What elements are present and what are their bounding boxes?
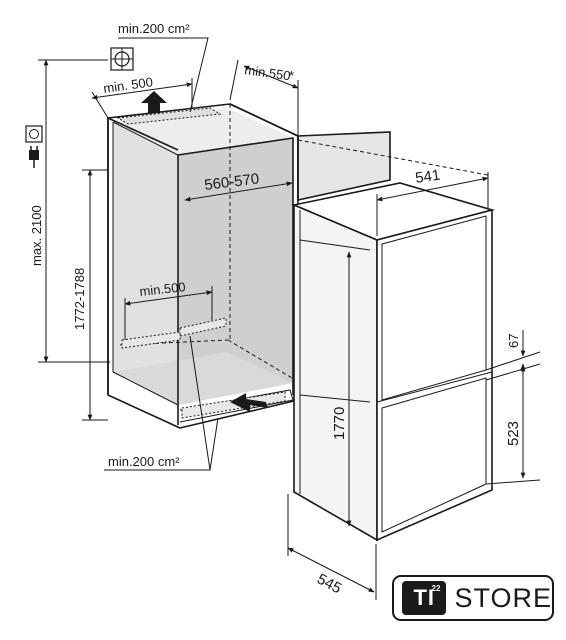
top-vent-area-label: min.200 cm² — [118, 21, 190, 36]
niche-height-label: 1772-1788 — [72, 268, 87, 330]
socket-icon — [25, 125, 43, 143]
airflow-out-arrow — [141, 91, 167, 113]
ti-store-logo: TI 22 STORE — [392, 575, 554, 621]
logo-wordmark: STORE — [454, 582, 552, 613]
airflow-in-arrow — [230, 393, 268, 412]
niche-depth-label: min.500 — [139, 279, 187, 299]
top-vent-depth-dimension-line — [91, 82, 193, 100]
door-clearance-dimension-line — [243, 65, 299, 89]
niche-width-dimension-line — [184, 181, 293, 202]
cabinet-niche — [107, 103, 299, 429]
door-gap-label: 67 — [506, 334, 521, 348]
appliance-width-dimension-line — [376, 176, 489, 202]
power-plug-icon — [29, 146, 39, 168]
appliance-depth-dimension-line — [287, 547, 375, 593]
max-height-label: max. 2100 — [29, 205, 44, 266]
bottom-vent-area-label: min.200 cm² — [108, 454, 180, 469]
fridge-appliance — [291, 182, 495, 542]
top-vent-depth-label: min. 500 — [102, 74, 153, 96]
appliance-width-label: 541 — [414, 167, 441, 187]
niche-depth-dimension-line — [124, 290, 213, 306]
appliance-height-label: 1770 — [331, 407, 348, 440]
door-clearance-label: min.550 — [244, 62, 292, 83]
niche-width-label: 560-570 — [203, 170, 260, 194]
ti-logo-mark: TI 22 — [402, 581, 447, 615]
door-clearance-note: * — [289, 68, 294, 83]
top-ventilation-slot — [116, 107, 222, 125]
logo-superscript: 22 — [431, 584, 441, 593]
ventilation-grille-icon — [110, 47, 134, 71]
bottom-ventilation-slot — [121, 317, 286, 419]
freezer-door-label: 523 — [505, 421, 522, 446]
logo-mark-text: TI — [413, 585, 436, 610]
